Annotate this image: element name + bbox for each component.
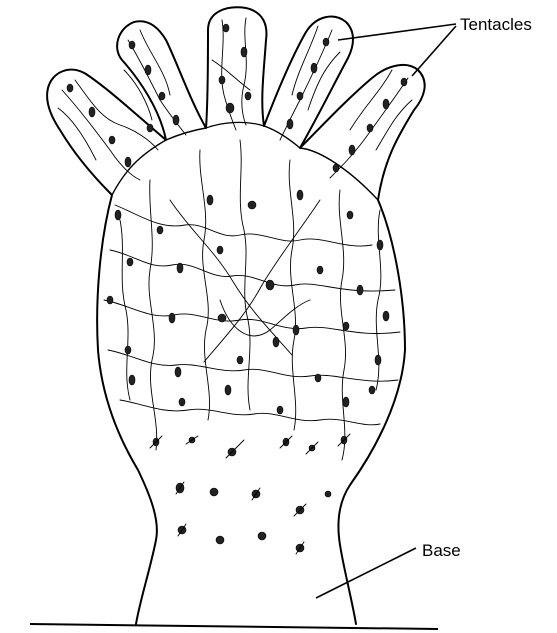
tentacle-inner-edge-2 bbox=[166, 128, 206, 140]
tentacles-leader-1 bbox=[338, 24, 456, 40]
tentacle-inner-edge-3 bbox=[264, 126, 300, 148]
ground-line bbox=[30, 624, 438, 629]
tentacles-label: Tentacles bbox=[460, 15, 532, 34]
lower-cell-processes bbox=[150, 434, 350, 554]
tentacle-inner-edge-4 bbox=[300, 148, 378, 200]
base-leader bbox=[316, 548, 416, 598]
body-outline bbox=[47, 7, 425, 624]
tentacle-inner-edge-1 bbox=[112, 140, 166, 195]
tentacles-leader-2 bbox=[412, 26, 456, 76]
hydra-outline bbox=[47, 7, 425, 624]
nerve-fibers bbox=[58, 18, 412, 460]
base-label: Base bbox=[422, 541, 461, 560]
tentacles-callout: Tentacles bbox=[338, 15, 532, 76]
base-callout: Base bbox=[316, 541, 461, 598]
